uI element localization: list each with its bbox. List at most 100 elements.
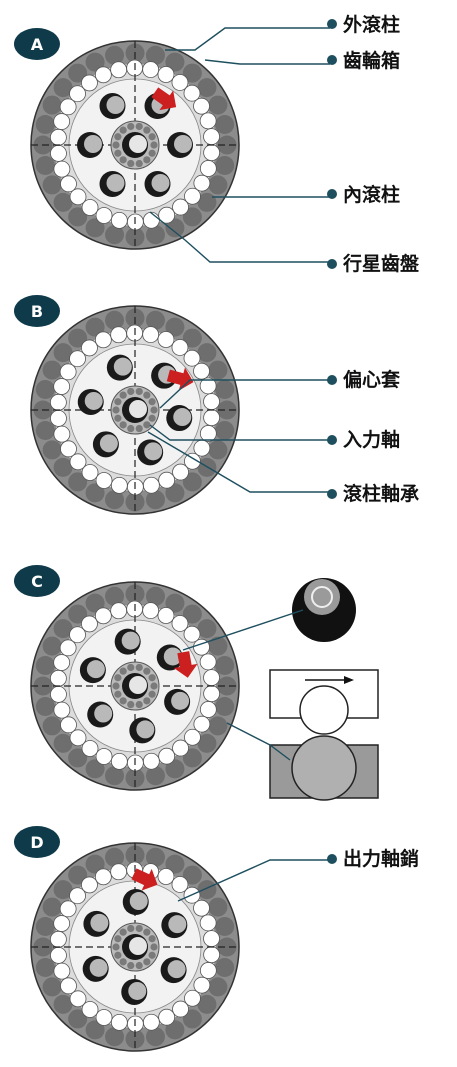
inner-roller — [94, 704, 113, 723]
arrow-shape — [173, 651, 198, 678]
outer-roller — [158, 206, 176, 224]
outer-roller — [110, 602, 128, 620]
outer-roller — [193, 97, 210, 115]
gear-tooth — [53, 457, 73, 477]
outer-roller — [184, 728, 201, 746]
panel-letter: D — [30, 833, 43, 852]
gear-tooth — [105, 225, 125, 245]
outer-roller — [203, 128, 220, 145]
gear-tooth — [105, 586, 125, 606]
bearing-roller — [143, 667, 151, 675]
outer-roller — [142, 211, 160, 229]
panel-c: C — [14, 565, 240, 791]
gear-tooth — [105, 1027, 125, 1047]
bearing-roller — [112, 943, 120, 951]
outer-roller — [193, 976, 211, 994]
gear-tooth — [145, 310, 165, 330]
gear-tooth — [165, 593, 185, 613]
gear-tooth — [105, 766, 125, 786]
outer-roller — [49, 128, 67, 146]
outer-roller — [94, 66, 112, 84]
panel-a: A — [14, 28, 240, 250]
bearing-roller — [135, 924, 143, 933]
bearing-roller — [150, 943, 158, 951]
outer-roller — [50, 947, 67, 964]
bearing-roller — [150, 682, 158, 690]
outer-roller — [60, 977, 77, 995]
gear-tooth — [85, 218, 105, 238]
gear-tooth — [215, 917, 235, 937]
outer-roller — [69, 729, 87, 747]
panel-badge — [14, 295, 60, 327]
gear-tooth — [35, 917, 55, 937]
inner-roller — [151, 173, 170, 192]
gear-tooth — [42, 440, 62, 460]
bearing-roller — [127, 961, 135, 970]
bearing-roller — [119, 126, 127, 134]
outer-roller — [50, 686, 67, 703]
bearing-roller — [127, 424, 135, 433]
bearing-roller — [119, 391, 127, 399]
outer-roller — [110, 1013, 128, 1031]
bearing-roller — [119, 928, 127, 936]
gear-tooth — [165, 317, 185, 337]
gear-tooth — [165, 759, 185, 779]
outer-roller — [81, 615, 98, 633]
gear-tooth — [197, 994, 217, 1014]
inner-roller — [136, 720, 155, 739]
gear-tooth — [145, 586, 165, 606]
gear-tooth — [197, 192, 217, 212]
inner-roller — [86, 660, 105, 679]
gear-tooth — [85, 52, 105, 72]
panel-c-details — [269, 578, 379, 801]
leader-dot — [327, 854, 337, 864]
leader-dot — [327, 489, 337, 499]
panel-b: B — [14, 295, 240, 515]
outer-roller — [203, 930, 220, 947]
leader-dot — [327, 435, 337, 445]
outer-roller — [60, 716, 77, 734]
bearing-roller — [135, 159, 143, 168]
outer-roller — [183, 625, 201, 643]
outer-roller — [49, 393, 67, 411]
gear-tooth — [68, 865, 88, 885]
bearing-roller — [143, 928, 151, 936]
gear-tooth — [165, 218, 185, 238]
outer-roller — [142, 476, 160, 494]
outer-roller — [157, 607, 175, 624]
gear-tooth — [42, 977, 62, 997]
outer-roller — [193, 899, 210, 917]
arrow-shape — [166, 367, 194, 391]
gear-tooth — [68, 207, 88, 227]
outer-roller — [142, 61, 160, 79]
gear-tooth — [208, 175, 228, 195]
gear-tooth — [145, 847, 165, 867]
bearing-roller — [135, 424, 143, 433]
inner-roller — [163, 647, 182, 666]
gear-tooth — [35, 155, 55, 175]
inner-roller — [168, 915, 187, 934]
outer-roller — [53, 160, 71, 178]
gear-tooth — [42, 636, 62, 656]
outer-roller — [60, 175, 77, 193]
bearing-roller — [135, 700, 143, 709]
outer-roller — [69, 453, 87, 471]
gear-tooth — [85, 593, 105, 613]
outer-roller — [95, 1009, 113, 1026]
bearing-roller — [114, 414, 122, 422]
outer-roller — [81, 740, 99, 757]
eccentric-sleeve — [129, 135, 147, 153]
bearing-roller — [148, 398, 156, 406]
outer-roller — [53, 701, 71, 719]
bearing-roller — [119, 697, 127, 705]
gear-tooth — [35, 696, 55, 716]
gear-tooth — [53, 343, 73, 363]
outer-roller — [199, 653, 217, 671]
bearing-roller — [119, 156, 127, 164]
gear-tooth — [53, 619, 73, 639]
outer-roller — [183, 84, 201, 102]
gear-tooth — [208, 360, 228, 380]
leader-dot — [327, 55, 337, 65]
outer-roller — [142, 326, 160, 344]
